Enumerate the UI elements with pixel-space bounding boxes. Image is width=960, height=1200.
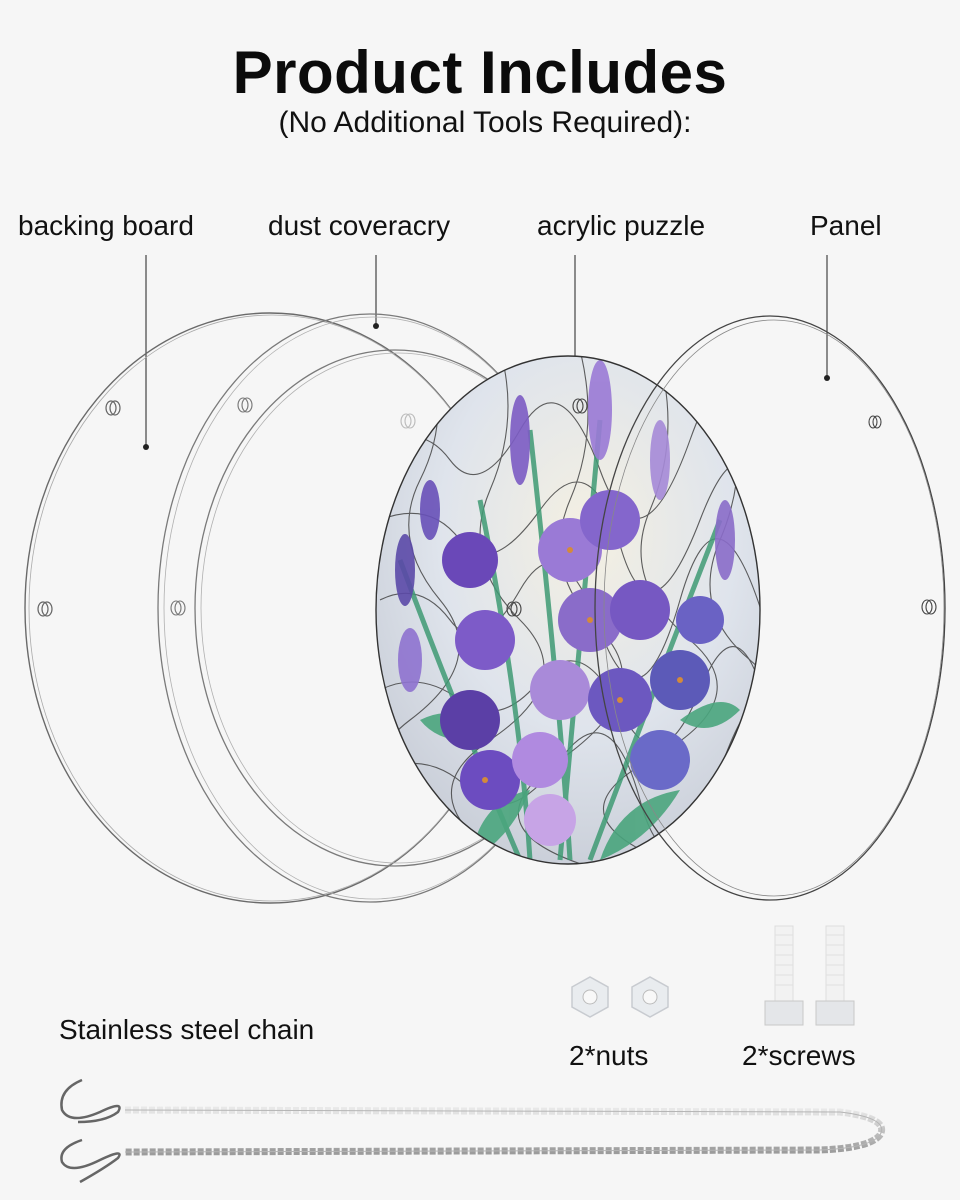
nuts-illustration [571, 976, 669, 1018]
chain-illustration [60, 1078, 886, 1184]
label-panel: Panel [810, 210, 882, 241]
screws-label: 2*screws [742, 1040, 856, 1071]
acrylic-puzzle-artwork [375, 355, 761, 865]
nuts-label: 2*nuts [569, 1040, 649, 1071]
chain-label: Stainless steel chain [59, 1014, 315, 1045]
page-title: Product Includes [232, 39, 728, 106]
screws-illustration [764, 925, 855, 1026]
label-acrylic-puzzle: acrylic puzzle [537, 210, 706, 241]
label-dust-cover: dust coveracry [268, 210, 451, 241]
label-backing-board: backing board [18, 210, 194, 241]
panel-outline [594, 315, 946, 901]
page-subtitle: (No Additional Tools Required): [278, 106, 692, 139]
leader-lines [145, 255, 828, 447]
backing-board-holes [37, 400, 121, 617]
